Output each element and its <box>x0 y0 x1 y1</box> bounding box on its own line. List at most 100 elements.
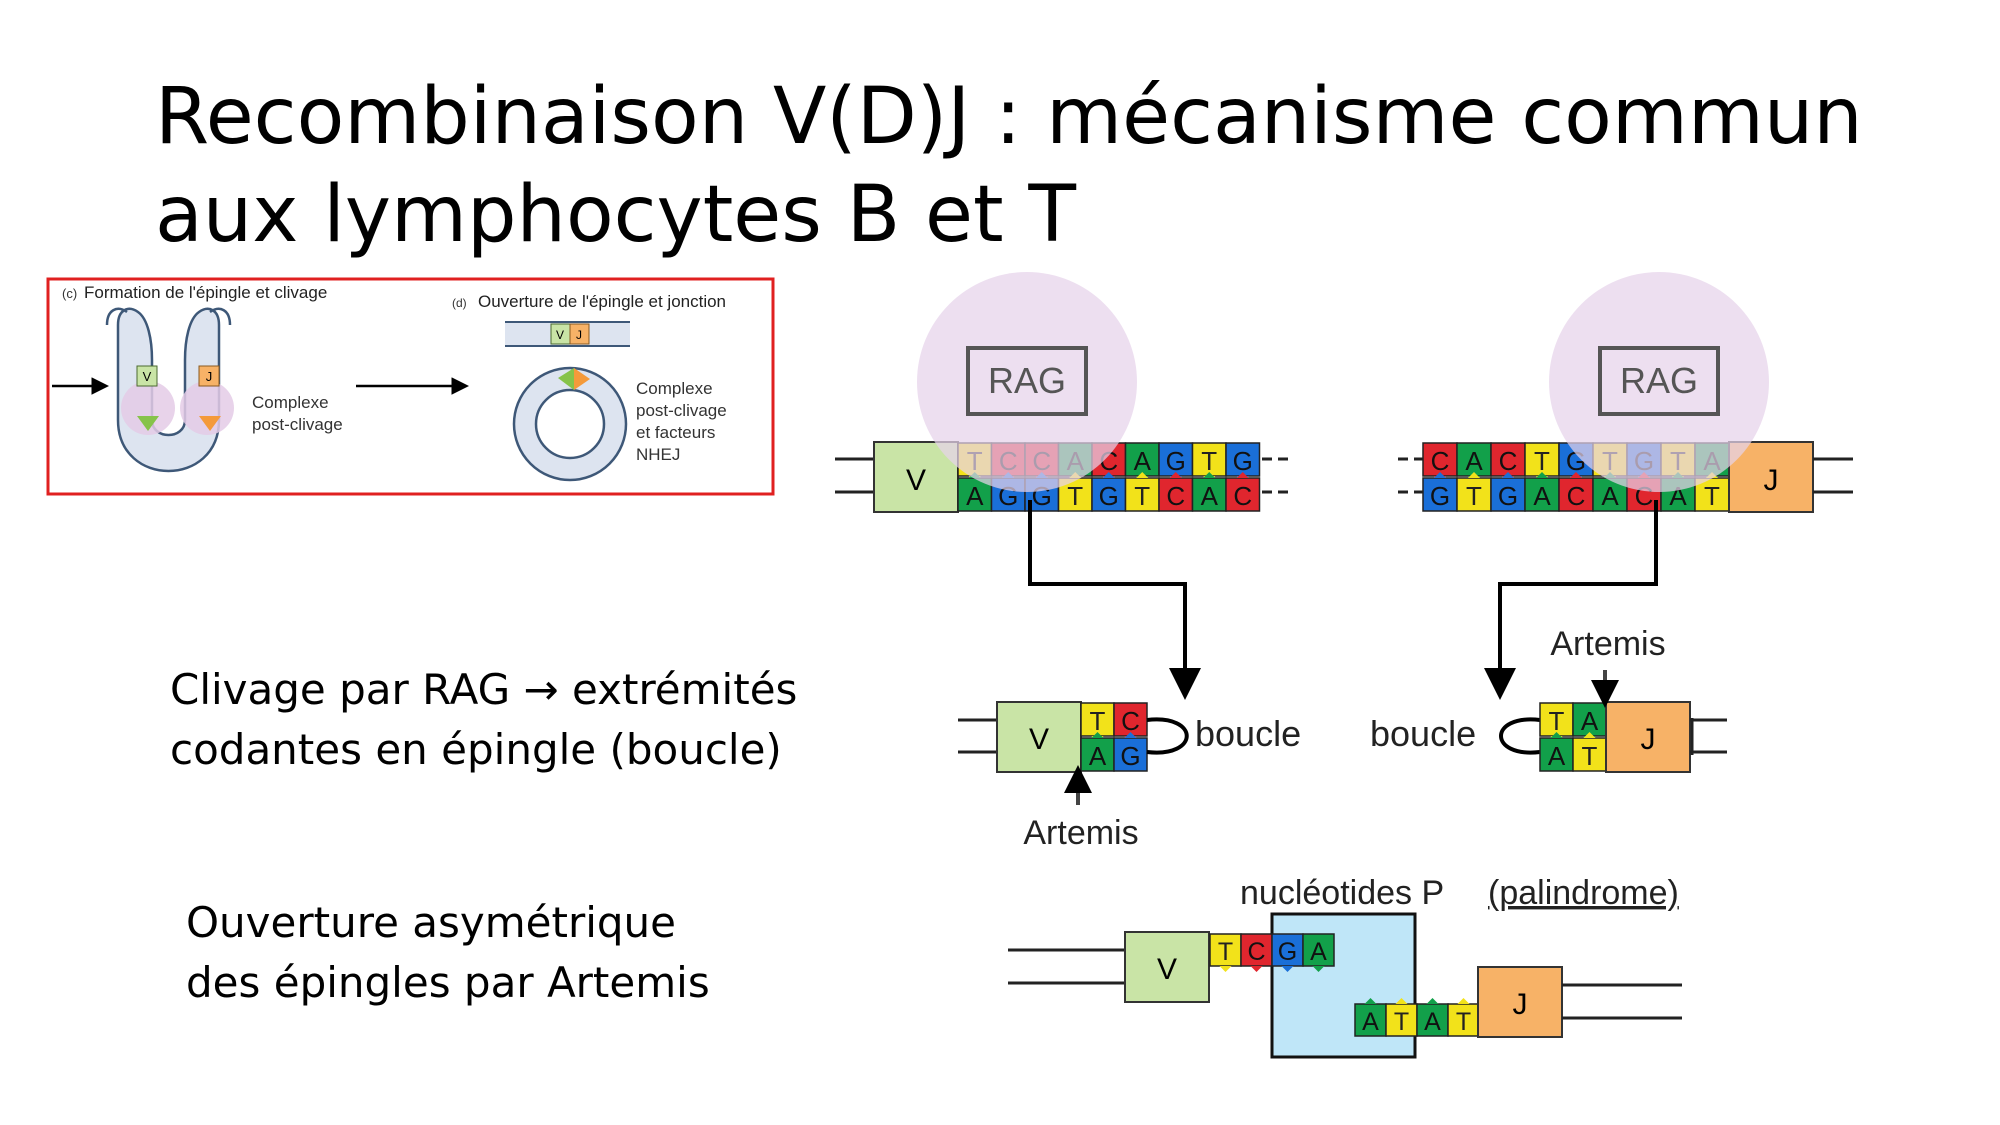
inset-complex1-line1: Complexe <box>252 393 329 412</box>
rag-box-right <box>1598 346 1720 416</box>
inset-complex2-line3: et facteurs <box>636 423 715 442</box>
mid-v-label: V <box>1029 723 1049 756</box>
nucleotide-letter: T <box>1582 741 1598 771</box>
nucleotide-notch <box>1219 966 1232 972</box>
rag-halo-left <box>917 272 1137 492</box>
nucleotide-tile <box>1490 442 1526 477</box>
nucleotide-letter: A <box>1362 1008 1379 1036</box>
arrow-right-cleavage <box>1484 500 1658 700</box>
nucleotide-notch <box>1426 998 1439 1004</box>
bullet-2-line-2: des épingles par Artemis <box>186 958 710 1007</box>
mid-j-segment <box>1605 701 1691 773</box>
nucleotide-notch <box>1169 472 1182 478</box>
nucleotide-letter: T <box>1090 706 1106 736</box>
nucleotide-tile <box>1385 1003 1418 1037</box>
inset-c-title: Formation de l'épingle et clivage <box>84 283 327 302</box>
nucleotide-notch <box>1091 732 1104 738</box>
bottom-v-segment <box>1124 931 1210 1003</box>
nucleotide-letter: G <box>1166 446 1186 476</box>
bottom-j-label: J <box>1513 988 1528 1021</box>
nucleotide-letter: T <box>1394 1008 1409 1036</box>
slide-title: Recombinaison V(D)J : mécanisme commun a… <box>155 68 1915 264</box>
nucleotide-notch <box>1502 472 1514 478</box>
nucleotide-notch <box>1364 998 1377 1004</box>
nucleotide-letter: C <box>1233 481 1252 511</box>
nucleotide-tile <box>1080 702 1115 737</box>
inset-complex2-line2: post-clivage <box>636 401 727 420</box>
top-j-segment <box>1728 441 1814 513</box>
hairpin-loop-right <box>1499 717 1541 755</box>
nucleotide-notch <box>1536 472 1548 478</box>
nucleotide-letter: A <box>1548 741 1566 771</box>
nucleotide-notch <box>1550 732 1563 738</box>
nucleotide-letter: A <box>1581 706 1599 736</box>
nucleotide-letter: C <box>1431 446 1450 476</box>
nucleotide-letter: G <box>1099 481 1119 511</box>
nucleotide-letter: G <box>1278 938 1297 966</box>
nucleotide-notch <box>1236 472 1249 478</box>
nucleotide-tile <box>1271 933 1304 967</box>
nucleotide-tile <box>1113 737 1148 772</box>
nucleotide-tile <box>1447 1003 1480 1037</box>
inset-orange-triangle <box>199 416 221 431</box>
nucleotide-tile <box>1490 477 1526 512</box>
inset-j-box <box>198 365 220 387</box>
inset-j-label: J <box>206 369 213 384</box>
nucleotide-letter: C <box>1247 938 1265 966</box>
mid-j-label: J <box>1641 723 1656 756</box>
nucleotide-tile <box>1422 477 1458 512</box>
nucleotide-tile <box>1416 1003 1449 1037</box>
loop-label-left: boucle <box>1195 713 1301 754</box>
inset-rag-halo-right <box>180 381 234 435</box>
nucleotide-notch <box>1102 472 1115 478</box>
nucleotide-letter: A <box>1310 938 1327 966</box>
nucleotide-letter: T <box>1067 481 1083 511</box>
nucleotide-letter: C <box>1166 481 1185 511</box>
palindrome-label: (palindrome) <box>1488 874 1679 912</box>
nucleotide-tile <box>1558 477 1594 512</box>
nucleotide-letter: G <box>1430 481 1450 511</box>
inset-figure: (c) Formation de l'épingle et clivage (d… <box>46 277 775 496</box>
nucleotide-letter: G <box>1120 741 1140 771</box>
rag-box-left <box>966 346 1088 416</box>
nucleotide-letter: T <box>1549 706 1565 736</box>
nucleotide-tile <box>1422 442 1458 477</box>
nucleotide-tile <box>1124 477 1160 512</box>
p-nucleotides-label: nucléotides P <box>1240 874 1444 912</box>
top-j-label: J <box>1764 464 1779 497</box>
rag-label-right: RAG <box>1620 360 1698 401</box>
bullet-2-line-1: Ouverture asymétrique <box>186 898 677 947</box>
nucleotide-notch <box>1203 472 1216 478</box>
nucleotide-tile <box>1225 442 1261 477</box>
bottom-v-label: V <box>1157 953 1177 986</box>
nucleotide-tile <box>1225 477 1261 512</box>
nucleotide-letter: C <box>1567 481 1586 511</box>
bullet-1-line-1: Clivage par RAG → extrémités <box>170 665 798 714</box>
inset-d-title: Ouverture de l'épingle et jonction <box>478 292 726 311</box>
nucleotide-tile <box>1524 477 1560 512</box>
arrow-left-cleavage <box>1028 500 1201 700</box>
top-v-label: V <box>906 464 926 497</box>
bullet-rag-cleavage: Clivage par RAG → extrémités codantes en… <box>170 660 797 780</box>
inset-joined-j-label: J <box>576 328 582 342</box>
nucleotide-letter: A <box>1134 446 1152 476</box>
nucleotide-notch <box>1136 472 1149 478</box>
nucleotide-notch <box>1250 966 1263 972</box>
inset-green-triangle <box>137 416 159 431</box>
bottom-j-segment <box>1477 966 1563 1038</box>
nucleotide-letter: A <box>966 481 984 511</box>
inset-d-letter: (d) <box>452 296 467 310</box>
inset-joined-j <box>569 323 590 345</box>
rag-halo-right <box>1549 272 1769 492</box>
nucleotide-letter: A <box>1533 481 1551 511</box>
bullet-artemis-opening: Ouverture asymétrique des épingles par A… <box>186 893 710 1013</box>
nucleotide-tile <box>1456 442 1492 477</box>
nucleotide-notch <box>1395 998 1408 1004</box>
inset-rag-halo-left <box>121 381 175 435</box>
nucleotide-notch <box>1570 472 1582 478</box>
